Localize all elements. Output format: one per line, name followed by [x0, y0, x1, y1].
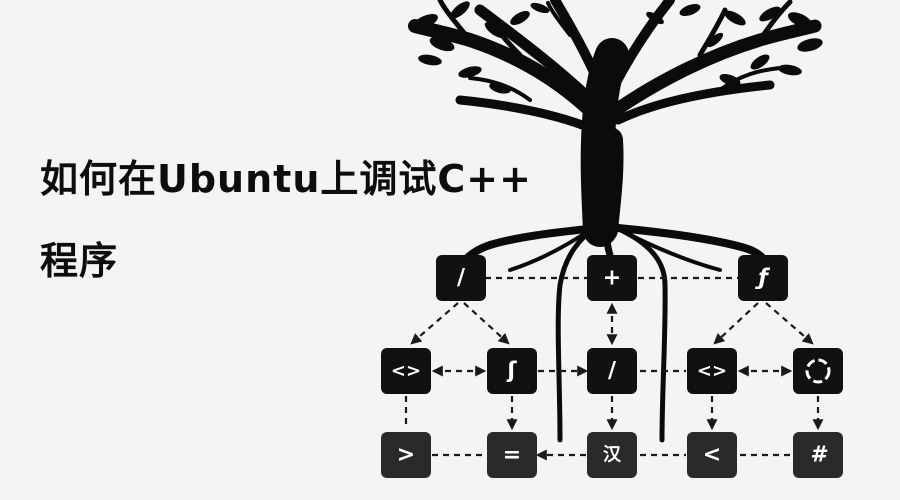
svg-text:<>: <> — [697, 361, 727, 382]
svg-text:#: # — [810, 443, 828, 468]
node-bottom-equals: = — [487, 432, 537, 478]
svg-text:<: < — [703, 443, 721, 468]
svg-text:/: / — [457, 266, 466, 291]
title-block: 如何在Ubuntu上调试C++ 程序 — [40, 160, 532, 280]
node-mid-angle-brackets-left: <> — [381, 348, 431, 394]
connector-lines — [404, 276, 824, 461]
node-top-slash: / — [436, 255, 486, 301]
svg-text:ʃ: ʃ — [506, 359, 517, 384]
node-mid-integral: ʃ — [487, 348, 537, 394]
svg-text:/: / — [608, 359, 617, 384]
node-top-function: ƒ — [738, 255, 788, 301]
node-bottom-less-than: < — [687, 432, 737, 478]
svg-text:<>: <> — [391, 361, 421, 382]
node-bottom-hash: # — [793, 432, 843, 478]
tree-leaves — [412, 1, 823, 94]
node-bottom-han-glyph: 汉 — [587, 432, 637, 478]
svg-text:>: > — [397, 443, 415, 468]
svg-text:+: + — [603, 266, 621, 291]
node-bottom-greater-than: > — [381, 432, 431, 478]
page-title-line-1: 如何在Ubuntu上调试C++ — [40, 157, 532, 201]
node-mid-slash: / — [587, 348, 637, 394]
svg-text:汉: 汉 — [603, 445, 622, 466]
node-top-plus: + — [587, 255, 637, 301]
node-mid-cycle — [793, 348, 843, 394]
node-mid-angle-brackets-right: <> — [687, 348, 737, 394]
svg-text:=: = — [503, 443, 521, 468]
page-title-line-2: 程序 — [40, 239, 119, 283]
tree-icon — [408, 0, 822, 247]
cycle-icon — [805, 358, 831, 384]
svg-text:ƒ: ƒ — [754, 266, 770, 291]
